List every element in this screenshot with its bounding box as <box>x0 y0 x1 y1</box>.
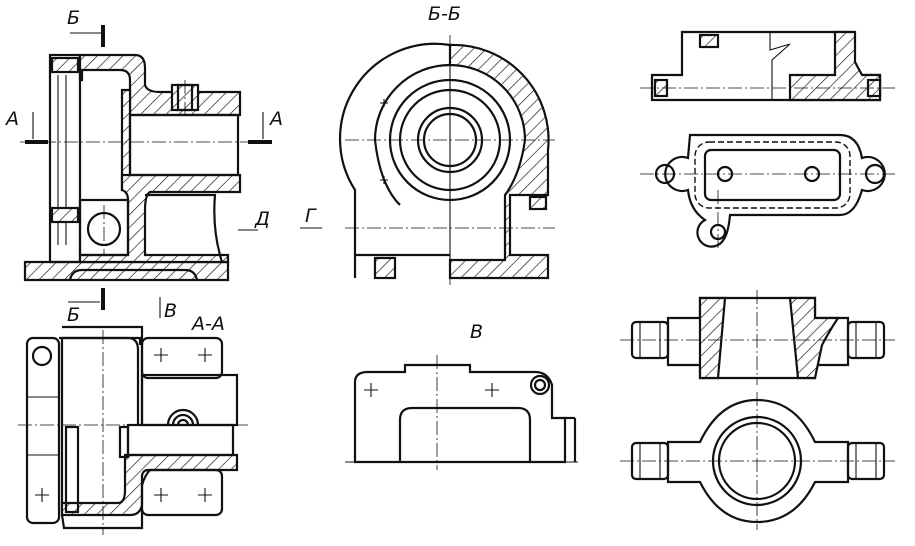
section-aa-title: А-А <box>190 313 225 335</box>
section-bb-title: Б-Б <box>428 3 461 25</box>
label-view-d: Д <box>254 208 270 230</box>
section-aa-view <box>18 325 248 535</box>
section-marks-aa <box>68 288 161 318</box>
top-right-plan-view <box>640 133 895 250</box>
section-bb-view <box>338 35 555 285</box>
label-section-a-left: А <box>4 108 19 130</box>
bottom-right-section-view <box>620 290 895 385</box>
section-marks-front <box>25 25 322 231</box>
label-section-b-bottom: Б <box>67 304 80 326</box>
front-section-view <box>20 53 255 282</box>
top-right-side-view <box>640 30 895 102</box>
label-view-g: Г <box>305 205 317 227</box>
label-section-a-right: А <box>268 108 283 130</box>
bottom-right-plan-view <box>620 392 895 530</box>
view-v-title: В <box>470 321 483 343</box>
label-section-b-top: Б <box>67 7 80 29</box>
label-view-v-arrow: В <box>164 300 177 322</box>
view-v <box>345 355 578 470</box>
